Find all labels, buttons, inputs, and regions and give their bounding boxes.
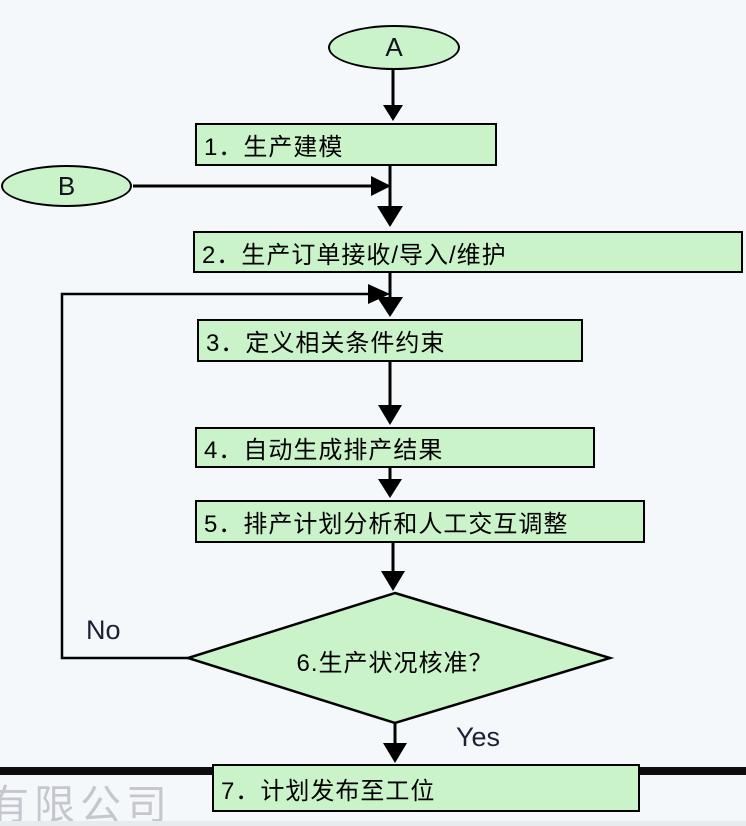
process-step1: 1．生产建模 [195, 123, 497, 166]
connector-lines [60, 69, 397, 745]
process-step2-label: 2．生产订单接收/导入/维护 [202, 241, 507, 269]
process-step3-label: 3．定义相关条件约束 [206, 330, 446, 357]
process-step4: 4．自动生成排产结果 [195, 427, 595, 468]
start-node-a: A [328, 25, 460, 70]
process-step1-label: 1．生产建模 [204, 134, 344, 161]
bottom-edge-strip [0, 821, 746, 826]
start-node-a-label: A [385, 32, 403, 62]
decision-step6-label: 6.生产状况核准？ [296, 650, 494, 677]
process-step4-label: 4．自动生成排产结果 [204, 437, 444, 464]
process-step2: 2．生产订单接收/导入/维护 [193, 231, 743, 273]
separator-bar-left [0, 767, 216, 775]
arrowheads [368, 105, 407, 763]
connector-node-b-label: B [57, 170, 76, 201]
process-step5-label: 5．排产计划分析和人工交互调整 [204, 511, 569, 538]
decision-diamond-shape [183, 591, 615, 725]
process-step7: 7．计划发布至工位 [212, 764, 640, 812]
separator-bar-right [637, 767, 746, 775]
connector-node-b: B [1, 165, 132, 207]
edge-label-yes: Yes [456, 722, 501, 752]
process-step3: 3．定义相关条件约束 [197, 319, 583, 362]
watermark-text: 有限公司 [0, 782, 172, 826]
process-step5: 5．排产计划分析和人工交互调整 [195, 500, 645, 543]
edge-label-no: No [86, 615, 121, 645]
process-step7-label: 7．计划发布至工位 [221, 777, 436, 805]
